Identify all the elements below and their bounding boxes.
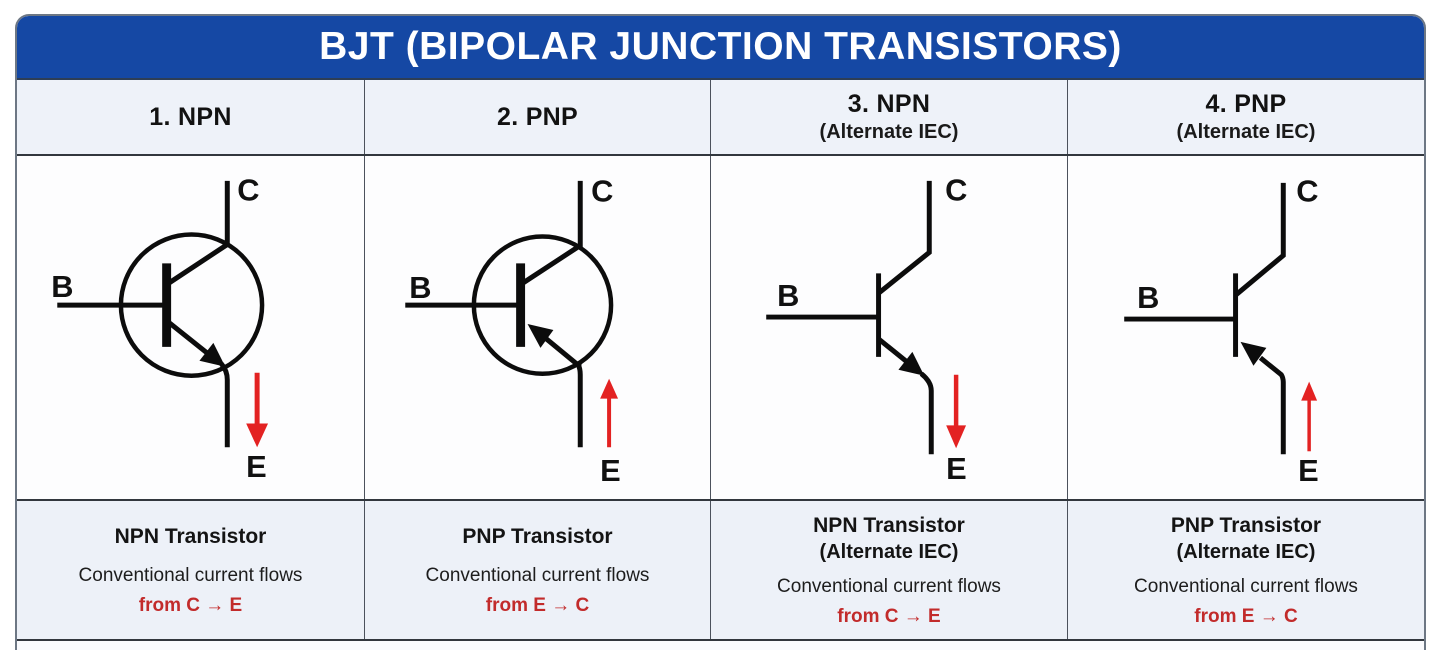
collector-label: C	[237, 173, 259, 208]
base-label: B	[777, 278, 799, 313]
npn-iec-symbol-cell: C B E	[711, 156, 1068, 499]
emitter-lead-outer	[576, 363, 583, 448]
description-title: NPN Transistor	[813, 513, 965, 537]
base-label: B	[409, 270, 431, 305]
emitter-label: E	[246, 449, 267, 484]
collector-label: C	[591, 174, 613, 209]
emitter-lead-inner	[544, 337, 582, 369]
collector-label: C	[945, 173, 967, 208]
pnp-iec-description-cell: PNP Transistor (Alternate IEC) Conventio…	[1068, 501, 1424, 639]
description-line: Conventional current flows	[425, 564, 650, 586]
npn-iec-description-cell: NPN Transistor (Alternate IEC) Conventio…	[711, 501, 1068, 639]
pnp-iec-symbol-cell: C B E	[1068, 156, 1424, 499]
emitter-lead-outer	[1258, 355, 1286, 455]
emitter-lead-outer	[219, 362, 230, 448]
symbol-row: C B E C B E	[17, 156, 1424, 501]
description-line: Conventional current flows	[777, 576, 1001, 598]
emitter-lead-outer	[919, 371, 934, 455]
description-subtitle: (Alternate IEC)	[1176, 541, 1316, 564]
emitter-label: E	[1298, 453, 1319, 488]
base-label: B	[51, 269, 73, 304]
emitter-lead-inner	[877, 336, 911, 366]
column-header: 2. PNP	[497, 102, 578, 131]
base-label: B	[1137, 280, 1159, 315]
bjt-table-card: BJT (BIPOLAR JUNCTION TRANSISTORS) 1. NP…	[15, 14, 1426, 650]
npn-iec-symbol-svg: C B E	[766, 173, 967, 486]
description-subtitle: (Alternate IEC)	[819, 541, 959, 564]
collector-label: C	[1296, 174, 1318, 209]
current-arrow-down-head	[246, 423, 269, 448]
description-title: PNP Transistor	[462, 525, 613, 549]
current-flow-text: from C → E	[138, 594, 243, 616]
description-line: Conventional current flows	[78, 564, 303, 586]
npn-description-cell: NPN Transistor Conventional current flow…	[17, 501, 365, 639]
header-cell-pnp: 2. PNP	[365, 80, 711, 154]
current-flow-text: from E → C	[1194, 606, 1298, 628]
emitter-arrowhead	[199, 342, 226, 367]
next-row-cutoff	[17, 641, 1424, 650]
collector-lead	[1233, 182, 1286, 298]
emitter-label: E	[946, 451, 967, 486]
title-bar: BJT (BIPOLAR JUNCTION TRANSISTORS)	[17, 16, 1424, 80]
page-title: BJT (BIPOLAR JUNCTION TRANSISTORS)	[319, 25, 1122, 68]
column-header-row: 1. NPN 2. PNP 3. NPN (Alternate IEC) 4. …	[17, 80, 1424, 156]
emitter-lead-inner	[168, 321, 211, 357]
emitter-arrowhead	[527, 324, 554, 348]
emitter-arrowhead	[1240, 341, 1267, 366]
column-header: 3. NPN	[847, 90, 931, 118]
description-row: NPN Transistor Conventional current flow…	[17, 501, 1424, 641]
current-arrow-down-head	[946, 425, 967, 449]
column-header-subtitle: (Alternate IEC)	[1176, 121, 1316, 143]
header-cell-pnp-iec: 4. PNP (Alternate IEC)	[1068, 80, 1424, 154]
header-cell-npn: 1. NPN	[17, 80, 365, 154]
description-line: Conventional current flows	[1134, 576, 1358, 598]
npn-standard-symbol-svg: C B E	[51, 173, 269, 484]
description-title: NPN Transistor	[114, 525, 267, 549]
pnp-description-cell: PNP Transistor Conventional current flow…	[365, 501, 711, 639]
column-header: 1. NPN	[149, 102, 232, 131]
collector-lead	[521, 180, 583, 286]
collector-lead	[167, 180, 230, 286]
emitter-arrowhead	[898, 351, 925, 376]
emitter-label: E	[600, 453, 621, 488]
current-flow-text: from E → C	[485, 594, 590, 616]
header-cell-npn-iec: 3. NPN (Alternate IEC)	[711, 80, 1068, 154]
collector-lead	[877, 180, 932, 296]
pnp-iec-symbol-svg: C B E	[1124, 174, 1319, 488]
pnp-standard-symbol-svg: C B E	[405, 174, 621, 488]
current-flow-text: from C → E	[837, 606, 941, 628]
column-header: 4. PNP	[1205, 90, 1287, 118]
current-arrow-up-head	[1301, 381, 1318, 401]
description-title: PNP Transistor	[1170, 513, 1322, 537]
current-arrow-up-head	[600, 378, 619, 399]
column-header-subtitle: (Alternate IEC)	[819, 121, 959, 143]
pnp-standard-symbol-cell: C B E	[365, 156, 711, 499]
npn-standard-symbol-cell: C B E	[17, 156, 365, 499]
